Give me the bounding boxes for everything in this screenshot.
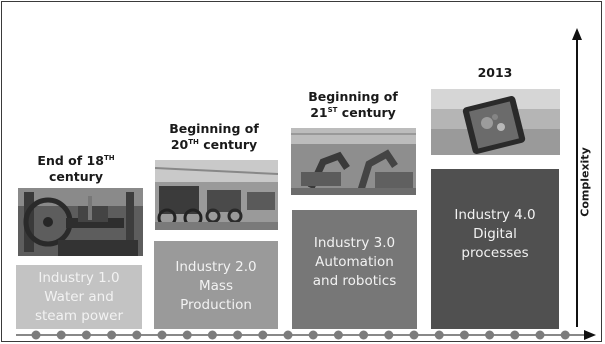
stage-3-title: Industry 3.0 [313,235,396,251]
timeline-dot [157,330,167,340]
stage-2-desc-line-2: Production [180,297,252,313]
era-3-label: Beginning of 21ST century [308,89,398,120]
timeline-dot [182,330,192,340]
stage-industry-1-0: Industry 1.0 Water and steam power [16,265,142,329]
stage-industry-4-0: Industry 4.0 Digital processes [431,169,559,329]
stage-3-desc-line-2: and robotics [312,273,397,289]
stage-2-title: Industry 2.0 [175,259,257,275]
stage-industry-3-0: Industry 3.0 Automation and robotics [292,210,417,329]
timeline-dots [31,330,570,340]
stage-3-desc-line-1: Automation [315,254,394,270]
timeline-dot [207,330,217,340]
timeline-dot [535,330,545,340]
timeline-dot [81,330,91,340]
timeline-dot [560,330,570,340]
timeline-dot [434,330,444,340]
timeline-dot [333,330,343,340]
stage-1-desc-line-2: steam power [34,308,124,324]
complexity-axis-arrowhead [572,28,582,40]
timeline-dot [308,330,318,340]
timeline-dot [233,330,243,340]
assembly-line-photo [155,160,278,230]
stage-4-title: Industry 4.0 [454,207,536,223]
timeline-dot [283,330,293,340]
tablet-photo [431,89,560,155]
era-1-label: End of 18TH century [37,153,115,184]
robot-factory-photo [291,128,416,195]
timeline-dot [510,330,520,340]
timeline-dot [359,330,369,340]
timeline-dot [132,330,142,340]
stage-4-desc-line-1: Digital [473,226,517,242]
timeline-dot [31,330,41,340]
stage-1-title: Industry 1.0 [38,270,120,286]
timeline-dot [56,330,66,340]
timeline-dot [485,330,495,340]
stage-2-desc-line-1: Mass [199,278,233,294]
era-2-label: Beginning of 20TH century [169,121,259,152]
stage-1-desc-line-1: Water and [44,289,114,305]
timeline-dot [459,330,469,340]
timeline-arrowhead [584,330,596,340]
steam-engine-photo [18,188,143,256]
timeline-dot [384,330,394,340]
timeline-dot [258,330,268,340]
timeline-dot [409,330,419,340]
stage-industry-2-0: Industry 2.0 Mass Production [154,241,278,329]
stage-4-desc-line-2: processes [461,245,529,261]
timeline-dot [107,330,117,340]
era-4-label: 2013 [477,65,513,80]
